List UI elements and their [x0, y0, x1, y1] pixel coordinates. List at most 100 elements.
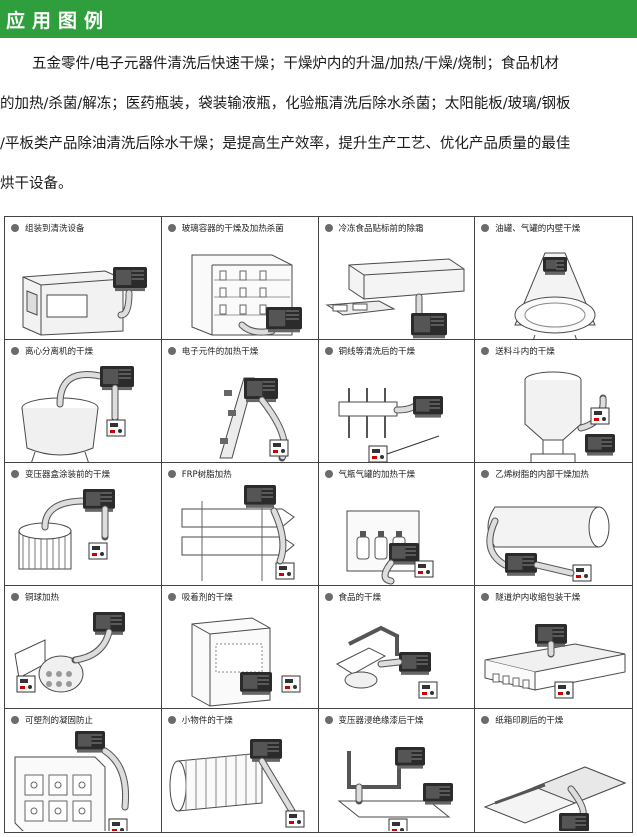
bullet-icon [11, 470, 19, 478]
example-caption: 食品的干燥 [324, 591, 473, 603]
example-caption: 玻璃容器的干燥及加热杀菌 [167, 222, 316, 234]
hot-air-blower-icon [249, 739, 282, 762]
bullet-icon [324, 593, 333, 601]
controller-box-icon [269, 439, 289, 457]
bullet-icon [11, 716, 19, 724]
bullet-icon [11, 593, 19, 601]
hot-air-blower-icon [75, 731, 105, 753]
copper-ball-drum-illustration-icon [14, 612, 125, 693]
example-label: FRP树脂加热 [181, 470, 232, 480]
bullet-icon [481, 224, 490, 232]
example-caption: 电子元件的加热干燥 [167, 345, 316, 357]
example-caption: 铜球加热 [11, 591, 159, 603]
example-label: 小物件的干燥 [181, 716, 233, 726]
example-caption: FRP树脂加热 [167, 468, 316, 480]
hot-air-blower-icon [265, 307, 302, 333]
example-caption: 组装到清洗设备 [11, 222, 159, 234]
controller-box-icon [572, 564, 592, 582]
application-example: 组装到清洗设备 [5, 217, 162, 340]
bullet-icon [11, 347, 19, 355]
bullet-icon [167, 716, 176, 724]
bullet-icon [481, 470, 490, 478]
copper-wire-illustration-icon [338, 388, 443, 462]
controller-box-icon [590, 407, 610, 425]
circuit-board-illustration-icon [219, 377, 289, 462]
hot-air-blower-icon [113, 267, 147, 292]
controller-box-icon [108, 818, 128, 831]
example-caption: 冷冻食品贴标前的除霜 [324, 222, 473, 234]
application-example: 乙烯树脂的内部干燥加热 [475, 463, 632, 586]
application-grid: 组装到清洗设备 玻璃容器的干燥及加热杀菌 冷冻食品贴标前的除霜 油罐、气罐的内壁… [4, 216, 633, 833]
example-caption: 隧道炉内收缩包装干燥 [481, 591, 630, 603]
example-label: 隧道炉内收缩包装干燥 [495, 593, 581, 603]
centrifuge-illustration-icon [21, 366, 134, 462]
hot-air-blower-icon [83, 489, 115, 512]
controller-box-icon [88, 542, 108, 560]
application-example: 变压器浸绝缘漆后干燥 [319, 709, 476, 832]
application-example: 隧道炉内收缩包装干燥 [475, 586, 632, 709]
example-label: 油罐、气罐的内壁干燥 [495, 224, 581, 234]
intro-line: 的加热/杀菌/解冻；医药瓶装，袋装输液瓶，化验瓶清洗后除水杀菌；太阳能板/玻璃/… [0, 96, 571, 112]
bullet-icon [324, 224, 333, 232]
example-label: 可塑剂的凝固防止 [25, 716, 94, 726]
transformer-illustration-icon [18, 489, 115, 570]
controller-box-icon [16, 675, 36, 693]
tunnel-oven-illustration-icon [484, 624, 626, 699]
intro-line: /平板类产品除油清洗后除水干燥；是提高生产效率，提升生产工艺、优化产品质量的最佳 [0, 136, 571, 152]
example-label: 吸着剂的干燥 [181, 593, 233, 603]
example-caption: 乙烯树脂的内部干燥加热 [481, 468, 630, 480]
example-label: 纸箱印刷后的干燥 [495, 716, 564, 726]
application-example: 铜线等清洗后的干燥 [318, 340, 476, 463]
example-label: 变压器浸绝缘漆后干燥 [338, 716, 424, 726]
intro-line: 烘干设备。 [0, 176, 73, 192]
controller-box-icon [554, 681, 574, 699]
example-caption: 小物件的干燥 [167, 714, 316, 726]
example-label: 铜线等清洗后的干燥 [338, 347, 416, 357]
dip-tank-illustration-icon [337, 747, 453, 831]
hopper-illustration-icon [524, 371, 616, 462]
controller-box-icon [418, 681, 437, 699]
bullet-icon [324, 470, 333, 478]
bullet-icon [11, 224, 19, 232]
washing-machine-illustration-icon [22, 267, 147, 336]
adsorbent-box-illustration-icon [191, 617, 301, 707]
controller-box-icon [414, 560, 433, 578]
application-example: 可塑剂的凝固防止 [5, 709, 162, 832]
application-example: 小物件的干燥 [162, 709, 319, 832]
application-example: 气瓶气罐的加热干燥 [318, 463, 476, 586]
controller-box-icon [368, 445, 387, 462]
hot-air-blower-icon [535, 624, 568, 647]
hot-air-blower-icon [585, 434, 616, 456]
hot-air-blower-icon [243, 485, 276, 508]
intro-line: 五金零件/电子元器件清洗后快速干燥；干燥炉内的升温/加热/干燥/烧制；食品机材 [32, 56, 560, 72]
example-label: 变压器盒涂装前的干燥 [25, 470, 111, 480]
gas-cylinders-illustration-icon [346, 510, 433, 585]
example-caption: 变压器盒涂装前的干燥 [11, 468, 159, 480]
section-title: 应用图例 [6, 9, 111, 32]
resin-drum-illustration-icon [486, 506, 610, 582]
hot-air-blower-icon [394, 747, 425, 769]
food-trays-illustration-icon [335, 625, 437, 699]
bullet-icon [324, 347, 333, 355]
hot-air-blower-icon [239, 672, 272, 695]
bullet-icon [481, 593, 490, 601]
controller-box-icon [285, 810, 305, 828]
example-caption: 吸着剂的干燥 [167, 591, 316, 603]
example-label: 铜球加热 [25, 593, 60, 603]
example-label: 气瓶气罐的加热干燥 [338, 470, 416, 480]
controller-box-icon [388, 818, 407, 831]
application-example: 油罐、气罐的内壁干燥 [475, 217, 632, 340]
bullet-icon [167, 347, 176, 355]
example-caption: 油罐、气罐的内壁干燥 [481, 222, 630, 234]
application-example: 铜球加热 [5, 586, 162, 709]
application-example: 变压器盒涂装前的干燥 [5, 463, 162, 586]
rotary-drum-illustration-icon [169, 739, 305, 828]
tank-illustration-icon [514, 252, 596, 339]
application-example: 玻璃容器的干燥及加热杀菌 [161, 217, 319, 340]
example-label: 玻璃容器的干燥及加热杀菌 [181, 224, 284, 234]
example-label: 送料斗内的干燥 [495, 347, 555, 357]
bullet-icon [167, 224, 176, 232]
application-example: 送料斗内的干燥 [475, 340, 632, 463]
bullet-icon [167, 470, 176, 478]
frp-mold-illustration-icon [181, 485, 295, 581]
